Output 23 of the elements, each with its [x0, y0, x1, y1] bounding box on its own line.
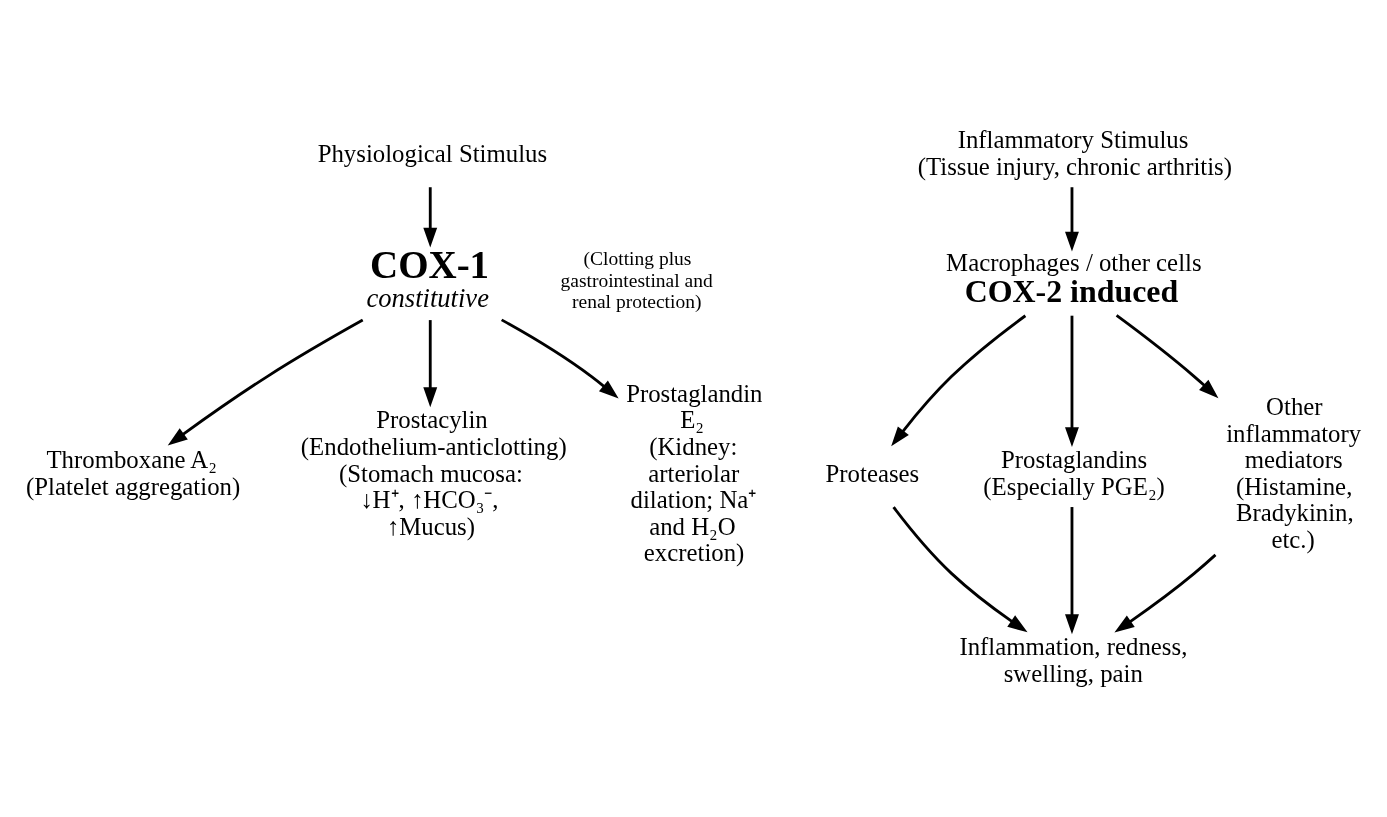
node-text: Other inflammatory mediators (Histamine, Bradykinin, etc.)	[1226, 393, 1362, 554]
node-text: Inflammation, redness, swelling, pain	[959, 633, 1188, 687]
arrow	[1065, 187, 1079, 252]
node-label: (Clotting plus gastrointestinal and renal protection)	[560, 248, 713, 312]
arrow	[167, 318, 364, 446]
arrow	[1065, 315, 1079, 448]
node-text: Macrophages / other cells COX-2 induced	[946, 249, 1202, 309]
node-text: Inflammatory Stimulus (Tissue injury, chronic arthritis)	[917, 126, 1233, 180]
node-text: Prostaglandins (Especially PGE₂)	[983, 446, 1165, 500]
arrow	[500, 318, 619, 399]
node-text: Prostacylin (Endothelium-anticlotting) (Stomach mucosa: ↓H⁺, ↑HCO₃⁻, ↑Mucus)	[300, 406, 567, 540]
arrow	[1065, 507, 1079, 635]
arrow	[423, 320, 438, 408]
arrow	[891, 314, 1027, 447]
arrow	[892, 506, 1028, 633]
arrow	[423, 187, 438, 248]
node-text: Thromboxane A₂ (Platelet aggregation)	[26, 446, 241, 500]
arrow	[1114, 553, 1217, 633]
node-text: Proteases	[825, 459, 920, 487]
node-text: Physiological Stimulus	[317, 139, 548, 167]
node-text: COX-1 constitutive	[366, 243, 490, 314]
node-text: Prostaglandin E₂ (Kidney: arteriolar dilation; Na⁺ and H₂O excretion)	[626, 379, 763, 567]
arrow	[1115, 314, 1219, 399]
